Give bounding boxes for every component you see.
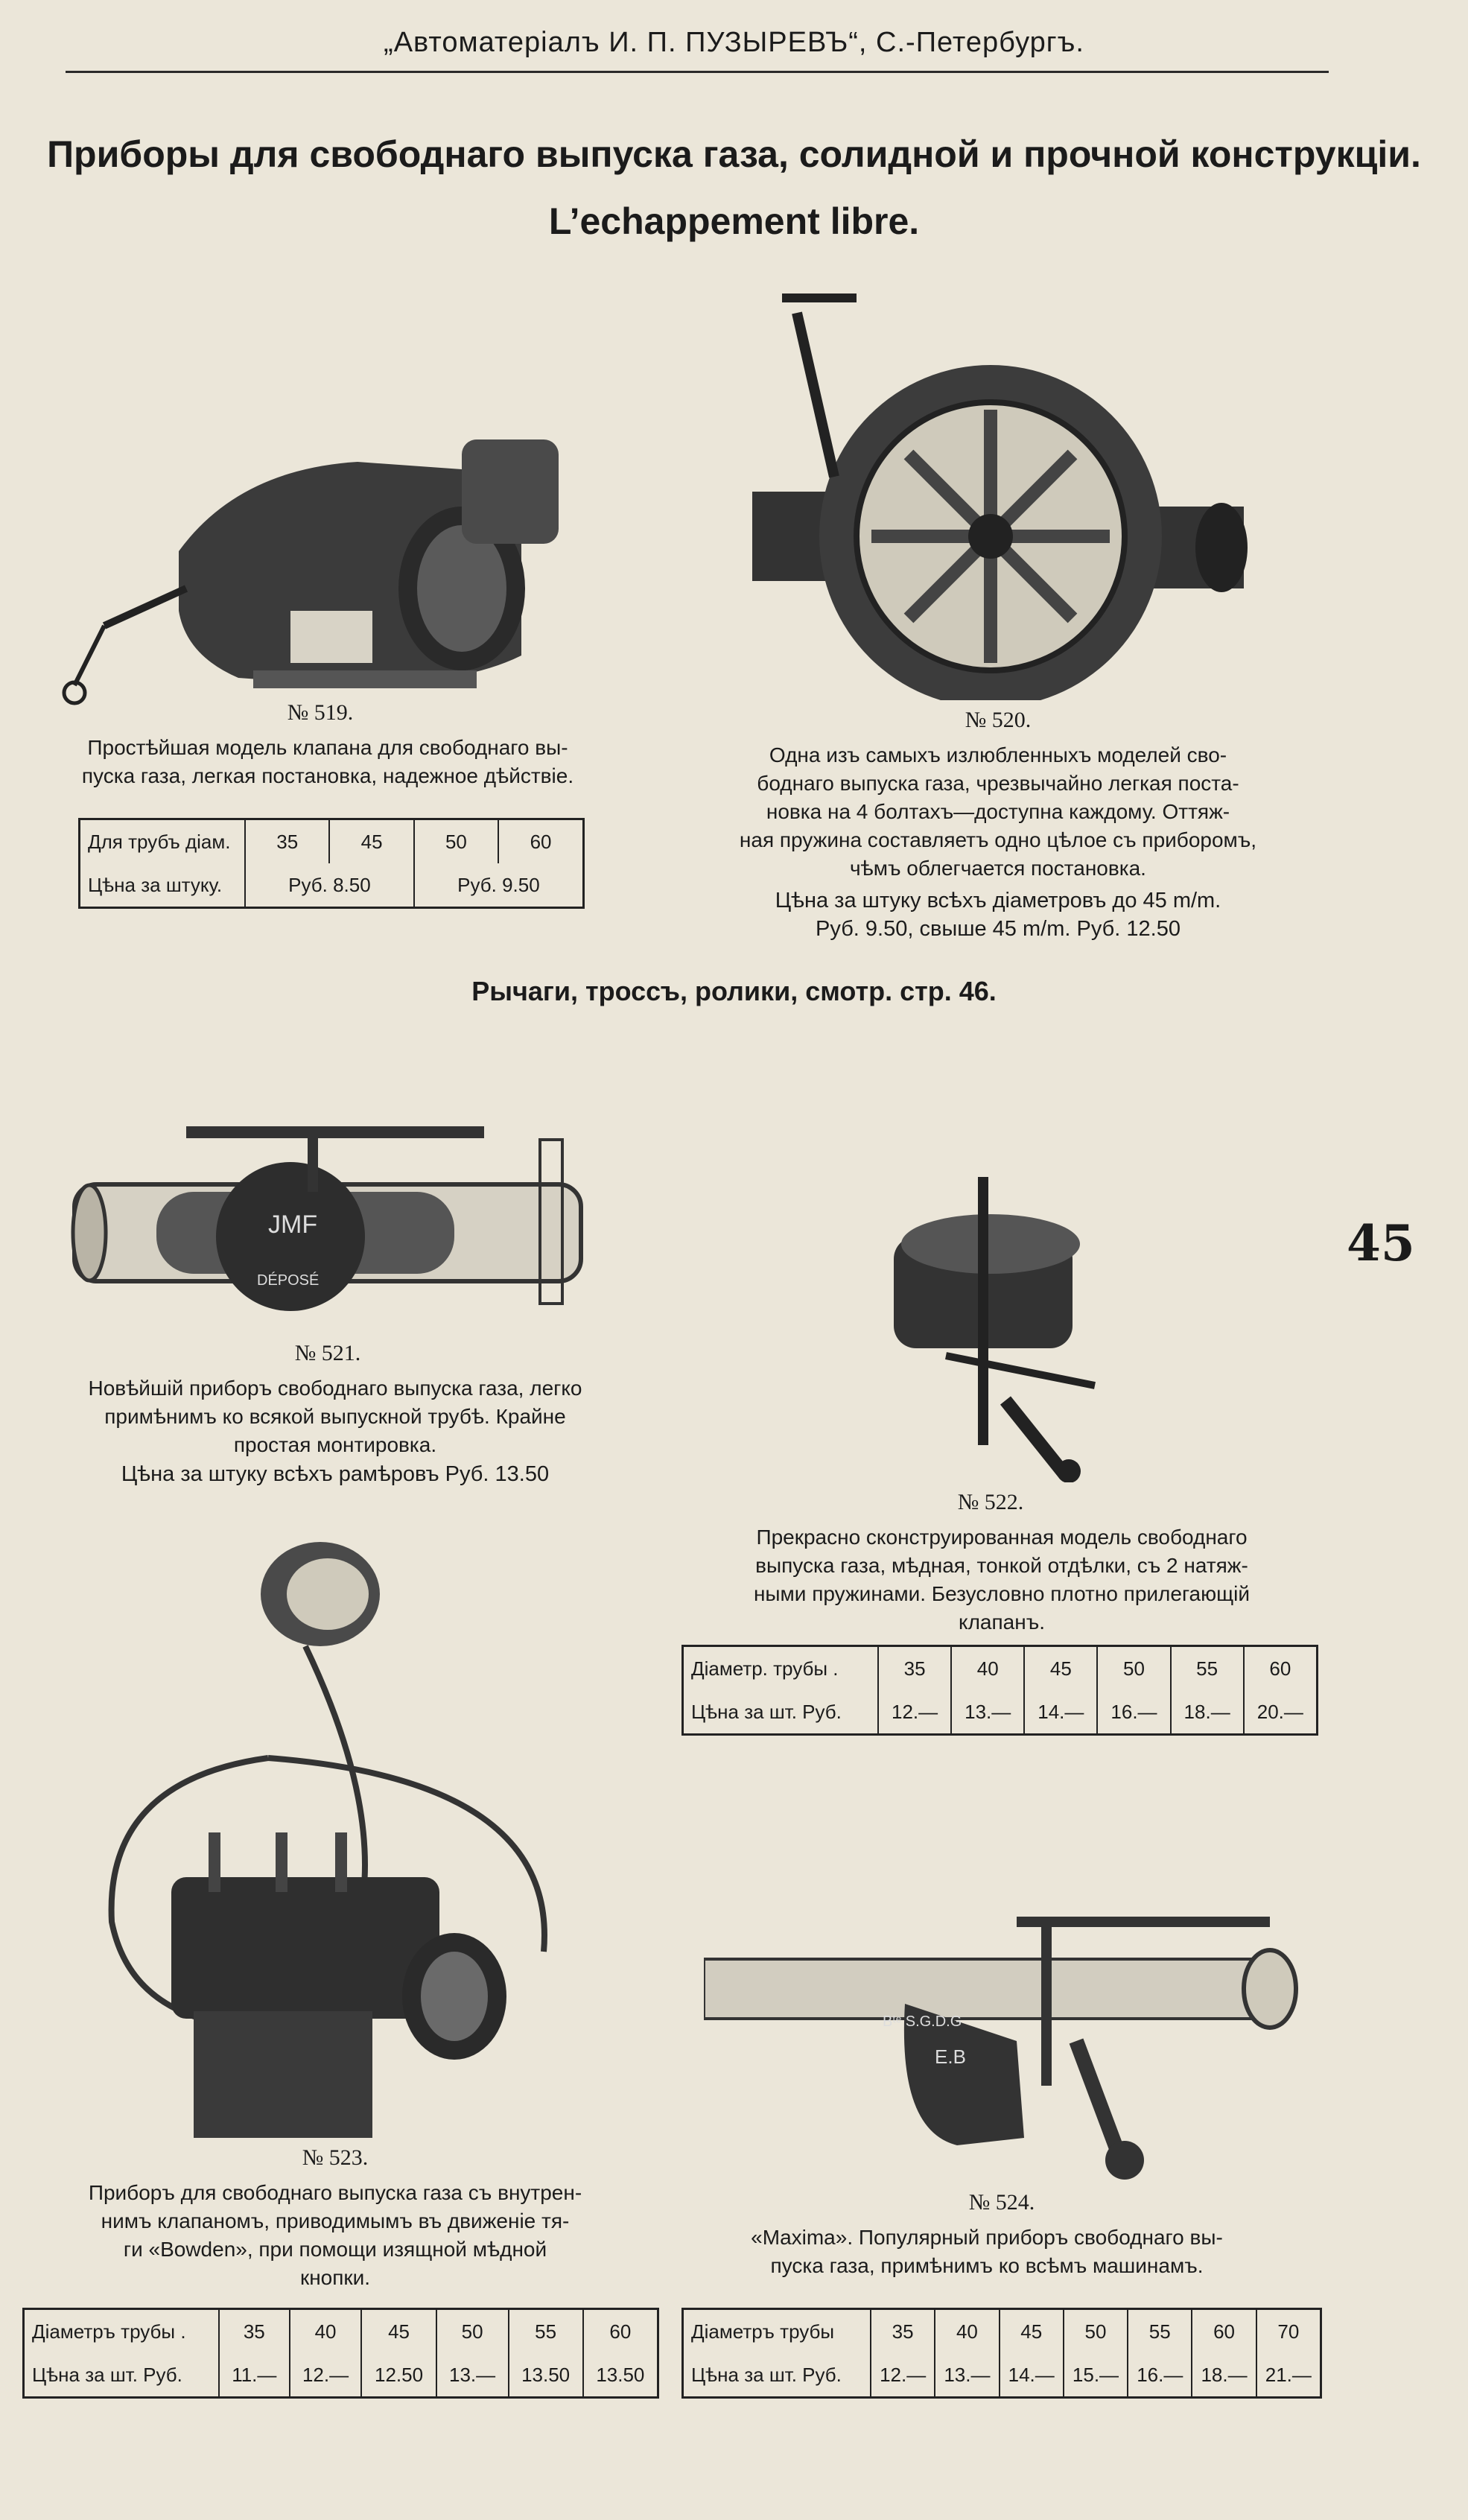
table-row: Цѣна за штуку. Руб. 8.50 Руб. 9.50 — [78, 863, 585, 909]
table-row: Діаметръ трубы 35 40 45 50 55 60 70 — [681, 2308, 1322, 2353]
product-521-price: Цѣна за штуку всѣхъ рамѣровъ Руб. 13.50 — [121, 1462, 550, 1486]
stamp-patent: Bᵗᵉ S.G.D.G — [883, 2013, 962, 2030]
levers-reference-heading: Рычаги, троссъ, ролики, смотр. стр. 46. — [471, 976, 997, 1006]
stamp-depose: DÉPOSÉ — [257, 1272, 319, 1289]
product-524-label: № 524. — [968, 2190, 1035, 2215]
product-524-price-table: Діаметръ трубы 35 40 45 50 55 60 70 Цѣна… — [681, 2308, 1322, 2399]
table-row: Цѣна за шт. Руб. 12.— 13.— 14.— 15.— 16.… — [681, 2353, 1322, 2399]
product-520-price: Цѣна за штуку всѣхъ діаметровъ до 45 m/m… — [775, 889, 1221, 941]
valve-521-illustration: JMF DÉPOSÉ — [67, 1102, 588, 1341]
valve-524-illustration: Bᵗᵉ S.G.D.G E.B — [702, 1892, 1300, 2190]
product-523-price-table: Діаметръ трубы . 35 40 45 50 55 60 Цѣна … — [22, 2308, 659, 2399]
catalog-header: „Автоматеріалъ И. П. ПУЗЫРЕВЪ“, С.-Петер… — [384, 27, 1084, 58]
product-521-label: № 521. — [294, 1341, 361, 1365]
page-title: Приборы для свободнаго выпуска газа, сол… — [47, 133, 1421, 175]
product-522-price-table: Діаметр. трубы . 35 40 45 50 55 60 Цѣна … — [681, 1645, 1318, 1736]
product-523-label: № 523. — [302, 2145, 369, 2170]
valve-520-illustration — [737, 268, 1259, 708]
table-row: Діаметръ трубы . 35 40 45 50 55 60 — [22, 2308, 659, 2353]
stamp-eb: E.B — [935, 2045, 966, 2068]
product-519-description: Простѣйшая модель клапана для свободнаго… — [81, 736, 574, 787]
valve-522-illustration — [871, 1162, 1110, 1483]
product-521-description: Новѣйшій приборъ свободнаго выпуска газа… — [88, 1377, 582, 1456]
product-519-label: № 519. — [287, 700, 354, 725]
table-row: Діаметр. трубы . 35 40 45 50 55 60 — [681, 1645, 1318, 1690]
product-522-label: № 522. — [957, 1490, 1024, 1514]
product-520-description: Одна изъ самыхъ излюбленныхъ моделей сво… — [739, 743, 1257, 880]
product-522-description: Прекрасно сконструированная модель свобо… — [753, 1526, 1251, 1634]
valve-519-illustration — [45, 387, 596, 715]
table-row: Цѣна за шт. Руб. 12.— 13.— 14.— 16.— 18.… — [681, 1690, 1318, 1736]
product-520-label: № 520. — [965, 708, 1032, 732]
product-523-description: Приборъ для свободнаго выпуска газа съ в… — [88, 2181, 582, 2289]
stamp-jmf: JMF — [268, 1210, 317, 1239]
page-number: 45 — [1347, 1214, 1415, 1272]
product-524-description: «Maxima». Популярный приборъ свободнаго … — [751, 2226, 1223, 2277]
header-rule — [66, 71, 1329, 73]
table-row: Цѣна за шт. Руб. 11.— 12.— 12.50 13.— 13… — [22, 2353, 659, 2399]
table-row: Для трубъ діам. 35 45 50 60 — [78, 818, 585, 863]
valve-523-illustration — [82, 1534, 588, 2145]
page-subtitle: L’echappement libre. — [548, 200, 920, 242]
product-519-price-table: Для трубъ діам. 35 45 50 60 Цѣна за штук… — [78, 818, 585, 909]
